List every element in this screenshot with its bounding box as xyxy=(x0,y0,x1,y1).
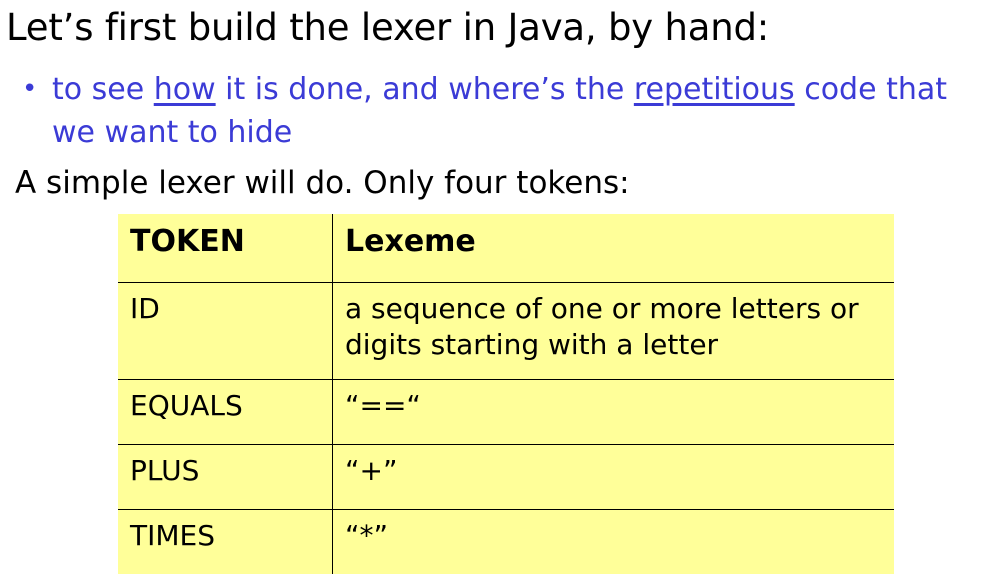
token-cell: PLUS xyxy=(118,444,333,510)
slide-heading: Let’s first build the lexer in Java, by … xyxy=(6,6,770,49)
token-table: TOKEN Lexeme ID a sequence of one or mor… xyxy=(118,214,894,574)
bullet-dot-icon: • xyxy=(22,74,38,104)
table-header-row: TOKEN Lexeme xyxy=(118,214,894,283)
bullet-text-after: code that we want to hide xyxy=(52,72,948,150)
lexeme-cell: “*” xyxy=(332,509,894,574)
table-row: ID a sequence of one or more letters or … xyxy=(118,282,894,380)
bullet-text-middle: it is done, and where’s the xyxy=(215,72,634,107)
underlined-word-how: how xyxy=(153,72,216,107)
lexeme-cell: “==“ xyxy=(332,379,894,445)
lexeme-cell: a sequence of one or more letters or dig… xyxy=(332,282,894,380)
lexeme-cell: “+” xyxy=(332,444,894,510)
bullet-text: to see how it is done, and where’s the r… xyxy=(52,68,981,154)
token-cell: ID xyxy=(118,282,333,380)
token-cell: TIMES xyxy=(118,509,333,574)
header-token: TOKEN xyxy=(118,214,333,283)
table-row: TIMES “*” xyxy=(118,509,894,574)
header-lexeme: Lexeme xyxy=(332,214,894,283)
underlined-word-repetitious: repetitious xyxy=(633,72,795,107)
table-row: EQUALS “==“ xyxy=(118,379,894,445)
table-row: PLUS “+” xyxy=(118,444,894,510)
bullet-text-before: to see xyxy=(52,72,154,107)
token-cell: EQUALS xyxy=(118,379,333,445)
slide-subheading: A simple lexer will do. Only four tokens… xyxy=(15,165,630,201)
